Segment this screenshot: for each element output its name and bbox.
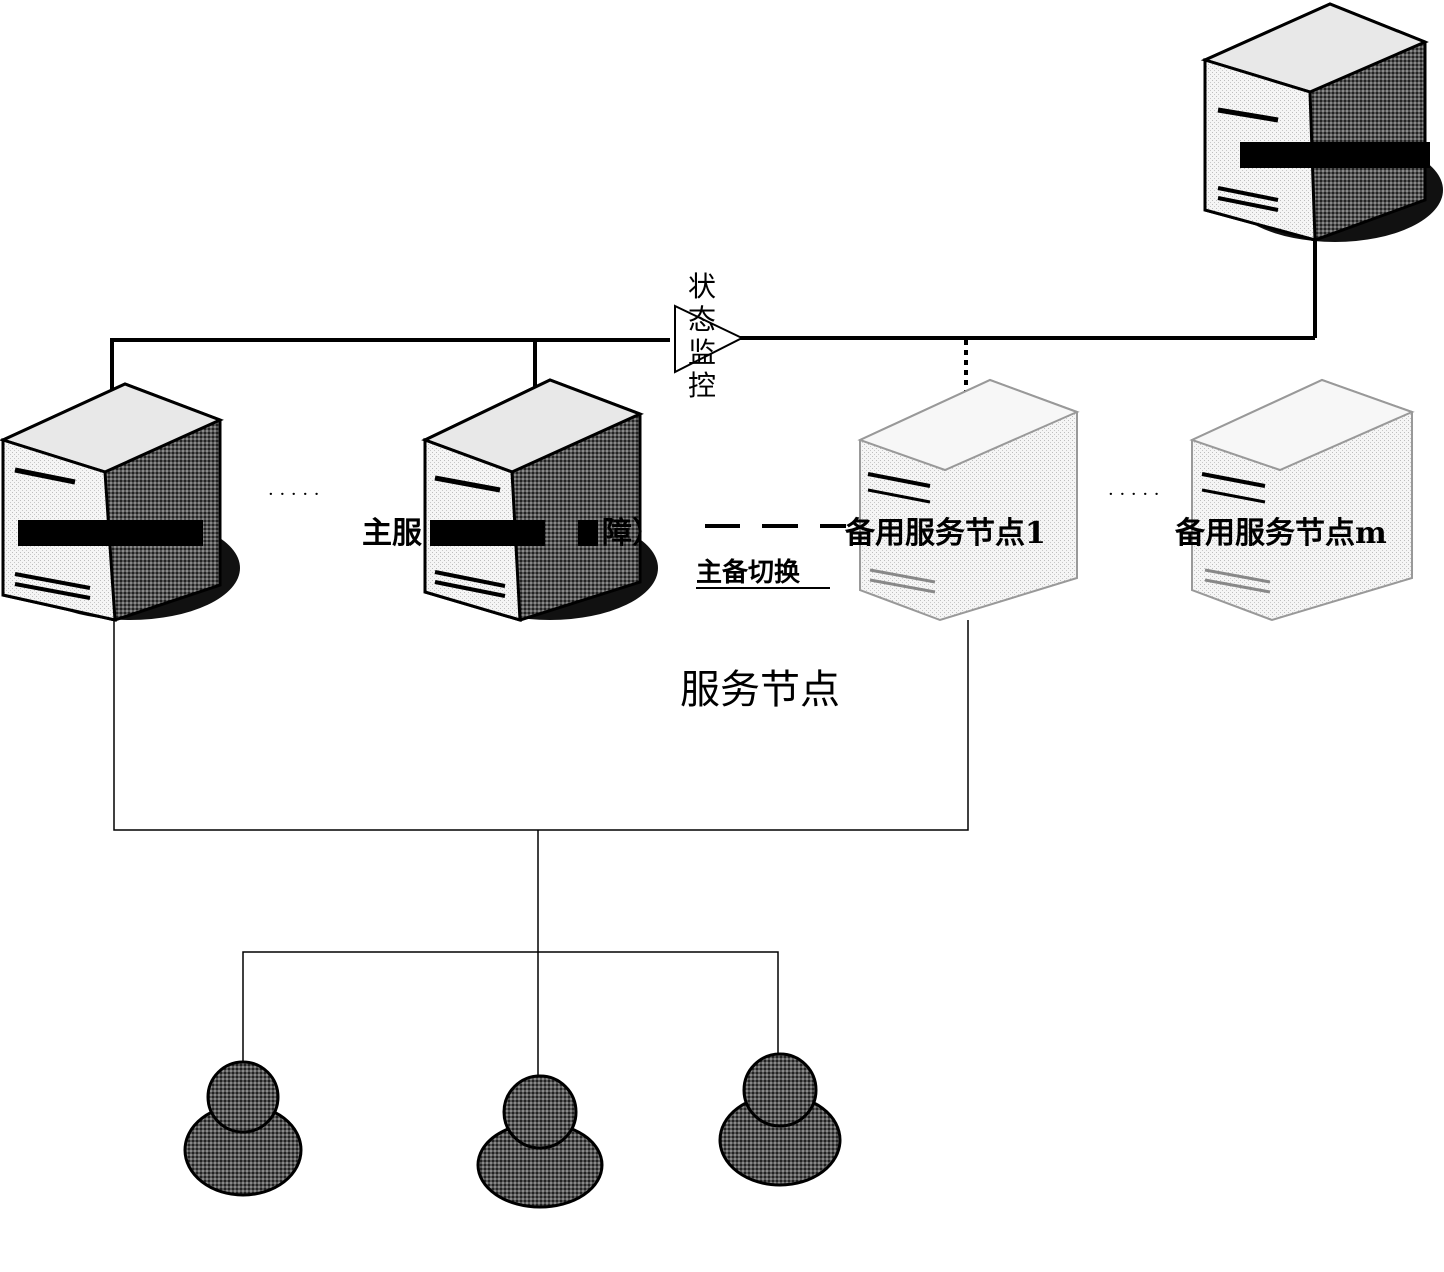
user-icon bbox=[183, 1060, 303, 1197]
svg-text:状: 状 bbox=[688, 270, 716, 303]
triangle-amplifier-icon bbox=[674, 304, 745, 374]
backup-node-1-label: 备用服务节点1 bbox=[845, 516, 1046, 551]
svg-text:监: 监 bbox=[688, 336, 716, 369]
service-nodes-label: 服务节点 bbox=[680, 667, 840, 713]
svg-text:控: 控 bbox=[688, 369, 716, 402]
service-network bbox=[113, 620, 969, 1085]
ellipsis: · · · · · bbox=[268, 484, 320, 505]
backup-server-icon bbox=[1189, 378, 1415, 622]
user-icon bbox=[476, 1074, 604, 1209]
primary-node-label-right: 障） bbox=[602, 516, 662, 551]
monitor-server-icon bbox=[1200, 2, 1443, 242]
user-icon bbox=[718, 1052, 842, 1187]
switch-label: 主备切换 bbox=[696, 558, 801, 588]
server-icon bbox=[421, 378, 658, 623]
backup-server-icon bbox=[857, 378, 1080, 622]
svg-text:态: 态 bbox=[688, 303, 716, 336]
monitor-label: 状 态 监 控 bbox=[688, 270, 716, 402]
ellipsis: · · · · · bbox=[1108, 484, 1160, 505]
backup-node-m-label: 备用服务节点m bbox=[1175, 516, 1387, 551]
server-icon bbox=[0, 382, 240, 622]
primary-node-label-left: 主服 bbox=[362, 516, 423, 551]
